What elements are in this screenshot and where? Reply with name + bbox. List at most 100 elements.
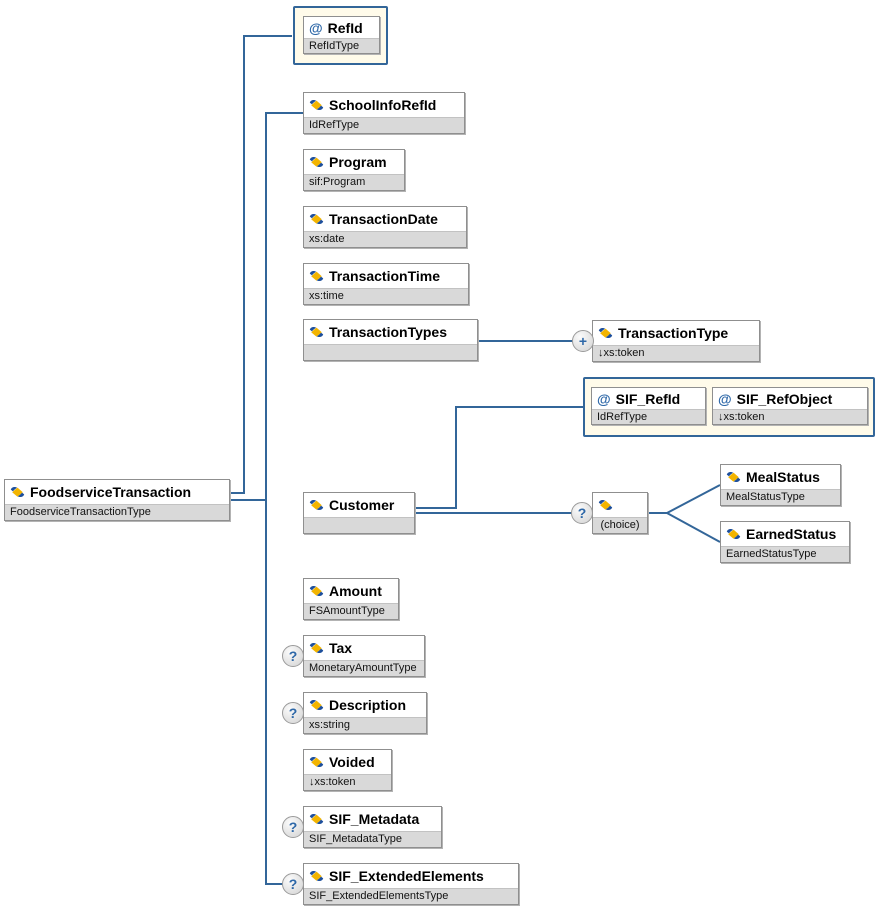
element-node-transactiontime[interactable]: TransactionTime xs:time [303,263,469,305]
element-icon [309,213,324,225]
node-type: IdRefType [592,409,705,424]
optional-indicator-tax: ? [282,645,304,667]
node-name: SchoolInfoRefId [329,97,437,113]
node-title-row: Voided [304,750,391,774]
node-type: SIF_ExtendedElementsType [304,888,518,904]
element-node-voided[interactable]: Voided ↓xs:token [303,749,392,791]
optional-indicator-sif-extendedelements: ? [282,873,304,895]
node-name: SIF_RefObject [736,390,833,407]
node-title-row: SchoolInfoRefId [304,93,464,117]
wire-root-to-refid [228,35,292,494]
node-name: Description [329,697,407,713]
question-icon: ? [288,648,298,664]
element-node-tax[interactable]: Tax MonetaryAmountType [303,635,425,677]
element-node-sif-metadata[interactable]: SIF_Metadata SIF_MetadataType [303,806,442,848]
node-title-row: @ RefId [304,17,379,38]
node-title-row: @ SIF_RefObject [713,388,867,409]
element-node-transactiontype[interactable]: TransactionType ↓xs:token [592,320,760,362]
node-title-row: Program [304,150,404,174]
node-name: TransactionDate [329,211,438,227]
node-type: FSAmountType [304,603,398,619]
element-icon [726,528,741,540]
node-type: xs:string [304,717,426,733]
wire-children-spine [265,112,303,885]
node-name: SIF_Metadata [329,811,420,827]
element-node-transactiondate[interactable]: TransactionDate xs:date [303,206,467,248]
element-node-program[interactable]: Program sif:Program [303,149,405,191]
element-icon [309,499,324,511]
wire-customer-to-attributes [413,406,583,509]
element-node-earnedstatus[interactable]: EarnedStatus EarnedStatusType [720,521,850,563]
node-type: ↓xs:token [593,345,759,361]
element-icon [598,499,613,511]
optional-indicator-description: ? [282,702,304,724]
element-node-description[interactable]: Description xs:string [303,692,427,734]
repeat-indicator-transactiontype[interactable]: + [572,330,594,352]
node-title-row: Tax [304,636,424,660]
element-node-mealstatus[interactable]: MealStatus MealStatusType [720,464,841,506]
element-icon [309,156,324,168]
choice-node[interactable]: (choice) [592,492,648,534]
node-title-row: FoodserviceTransaction [5,480,229,504]
node-title-row: TransactionTypes [304,320,477,344]
attribute-icon: @ [718,390,732,407]
node-name: FoodserviceTransaction [30,484,192,500]
node-type: IdRefType [304,117,464,133]
element-icon [10,486,25,498]
node-name: TransactionTypes [329,324,448,340]
optional-indicator-sif-metadata: ? [282,816,304,838]
node-name: EarnedStatus [746,526,837,542]
node-type: MonetaryAmountType [304,660,424,676]
node-name: SIF_ExtendedElements [329,868,484,884]
node-name: TransactionTime [329,268,441,284]
node-title-row: SIF_Metadata [304,807,441,831]
node-type: xs:time [304,288,468,304]
attribute-icon: @ [597,390,611,407]
node-title-row: SIF_ExtendedElements [304,864,518,888]
element-icon [309,270,324,282]
question-icon: ? [288,819,298,835]
element-icon [309,99,324,111]
node-type: xs:date [304,231,466,247]
node-title-row [593,493,647,517]
element-icon [309,642,324,654]
node-title-row: TransactionType [593,321,759,345]
element-icon [309,326,324,338]
node-type: RefIdType [304,38,379,53]
element-node-sif-extendedelements[interactable]: SIF_ExtendedElements SIF_ExtendedElement… [303,863,519,905]
element-icon [309,813,324,825]
node-name: Voided [329,754,375,770]
node-title-row: EarnedStatus [721,522,849,546]
node-name: Tax [329,640,353,656]
node-name: RefId [327,19,363,36]
attribute-node-sif-refid[interactable]: @ SIF_RefId IdRefType [591,387,706,425]
node-name: TransactionType [618,325,729,341]
node-type: ↓xs:token [304,774,391,790]
node-type [304,344,477,360]
node-type: sif:Program [304,174,404,190]
node-type [304,517,414,533]
element-node-amount[interactable]: Amount FSAmountType [303,578,399,620]
attribute-node-refid[interactable]: @ RefId RefIdType [303,16,380,54]
attribute-icon: @ [309,19,323,36]
element-icon [598,327,613,339]
node-name: Program [329,154,387,170]
choice-label: (choice) [593,517,647,533]
question-icon: ? [288,705,298,721]
node-title-row: Description [304,693,426,717]
element-node-transactiontypes[interactable]: TransactionTypes [303,319,478,361]
node-type: ↓xs:token [713,409,867,424]
element-icon [309,756,324,768]
element-node-customer[interactable]: Customer [303,492,415,534]
plus-icon: + [578,333,588,349]
node-title-row: Amount [304,579,398,603]
attribute-node-sif-refobject[interactable]: @ SIF_RefObject ↓xs:token [712,387,868,425]
element-node-schoolinforefid[interactable]: SchoolInfoRefId IdRefType [303,92,465,134]
node-title-row: MealStatus [721,465,840,489]
node-name: Amount [329,583,382,599]
element-node-foodservicetransaction[interactable]: FoodserviceTransaction FoodserviceTransa… [4,479,230,521]
node-title-row: TransactionTime [304,264,468,288]
optional-indicator-choice: ? [571,502,593,524]
